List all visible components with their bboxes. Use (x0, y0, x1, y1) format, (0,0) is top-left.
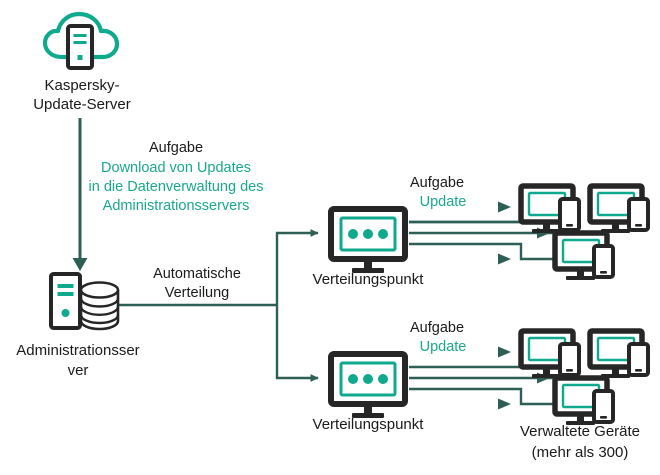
update-task-top-body: Update (420, 194, 467, 210)
update-server-label-line1: Kaspersky- (44, 77, 119, 94)
database-cylinder (79, 281, 120, 331)
cloud-server-icon (42, 11, 120, 70)
managed-device-bottom-right (587, 328, 650, 378)
managed-device-top-left (518, 183, 581, 233)
auto-distribution-line2: Verteilung (165, 285, 230, 301)
update-task-bottom-heading: Aufgabe (410, 320, 464, 336)
managed-device-top-right (587, 183, 650, 233)
distribution-point-top-label: Verteilungspunkt (313, 271, 425, 288)
download-task-line1: Download von Updates (101, 160, 251, 176)
server-database-icon (49, 272, 120, 331)
managed-device-bottom-bottom (552, 375, 615, 425)
connector-admin-to-branch (118, 229, 319, 382)
download-task-heading: Aufgabe (149, 140, 203, 156)
admin-server-label-line1: Administrationsser (16, 342, 139, 359)
managed-devices-label-line2: (mehr als 300) (532, 444, 629, 461)
managed-device-bottom-left (518, 328, 581, 378)
managed-device-top-bottom (552, 230, 615, 280)
monitor-dots-icon-top (328, 206, 408, 273)
update-server-label-line2: Update-Server (33, 96, 131, 113)
managed-devices-label-line1: Verwaltete Geräte (520, 423, 640, 440)
download-task-line3: Administrationsservers (103, 198, 250, 214)
update-task-bottom-body: Update (420, 339, 467, 355)
auto-distribution-line1: Automatische (153, 266, 241, 282)
distribution-point-bottom-label: Verteilungspunkt (313, 416, 425, 433)
monitor-dots-icon-bottom (328, 351, 408, 418)
connector-cloud-to-admin (72, 118, 88, 271)
admin-server-label-line2: ver (68, 362, 89, 379)
download-task-line2: in die Datenverwaltung des (89, 179, 264, 195)
update-task-top-heading: Aufgabe (410, 175, 464, 191)
